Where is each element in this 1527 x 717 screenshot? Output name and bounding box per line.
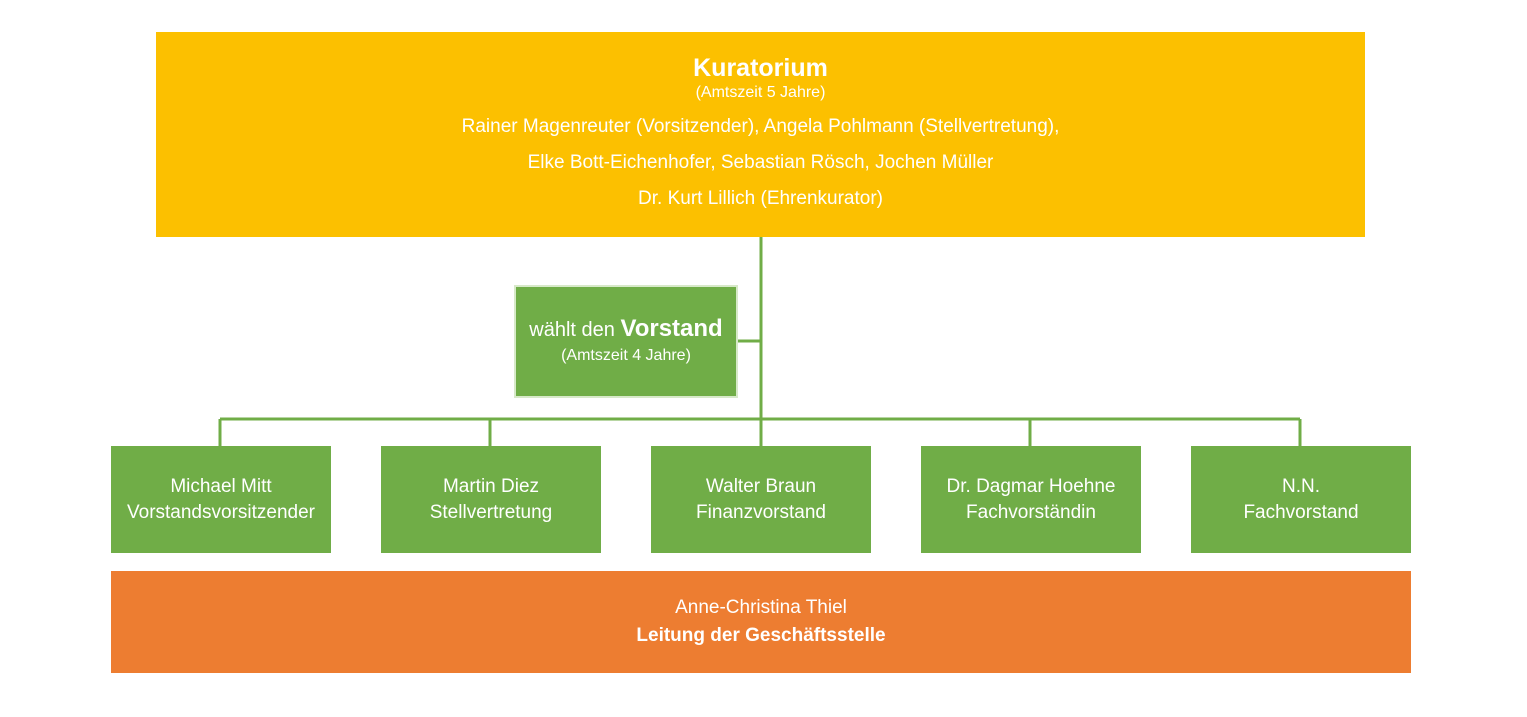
member-name: Dr. Dagmar Hoehne xyxy=(946,475,1116,497)
member-role: Vorstandsvorsitzender xyxy=(127,501,315,523)
vorstand-member-box: Michael Mitt Vorstandsvorsitzender xyxy=(111,446,331,553)
wahl-box: wählt den Vorstand (Amtszeit 4 Jahre) xyxy=(514,285,738,398)
kuratorium-members-line-2: Elke Bott-Eichenhofer, Sebastian Rösch, … xyxy=(527,151,994,173)
vorstand-member-box: Walter Braun Finanzvorstand xyxy=(651,446,871,553)
geschaeftsstelle-name: Anne-Christina Thiel xyxy=(675,597,847,618)
wahl-prefix: wählt den xyxy=(529,319,615,341)
vorstand-member-box: Martin Diez Stellvertretung xyxy=(381,446,601,553)
wahl-vorstand-label: Vorstand xyxy=(620,315,723,342)
vorstand-member-box: Dr. Dagmar Hoehne Fachvorständin xyxy=(921,446,1141,553)
geschaeftsstelle-box: Anne-Christina Thiel Leitung der Geschäf… xyxy=(111,571,1411,673)
vorstand-member-box: N.N. Fachvorstand xyxy=(1191,446,1411,553)
wahl-heading: wählt den Vorstand xyxy=(529,315,722,344)
member-name: Martin Diez xyxy=(442,475,540,497)
member-role: Finanzvorstand xyxy=(696,501,826,523)
member-name: Walter Braun xyxy=(705,475,817,497)
kuratorium-title: Kuratorium xyxy=(693,53,828,82)
member-role: Fachvorständin xyxy=(966,501,1096,523)
member-name: Michael Mitt xyxy=(170,475,272,497)
wahl-term: (Amtszeit 4 Jahre) xyxy=(561,347,691,364)
kuratorium-term: (Amtszeit 5 Jahre) xyxy=(695,83,826,101)
kuratorium-box: Kuratorium (Amtszeit 5 Jahre) Rainer Mag… xyxy=(156,32,1365,237)
kuratorium-members-line-3: Dr. Kurt Lillich (Ehrenkurator) xyxy=(638,187,883,209)
member-role: Stellvertretung xyxy=(429,501,553,523)
kuratorium-members-line-1: Rainer Magenreuter (Vorsitzender), Angel… xyxy=(461,115,1060,137)
member-name: N.N. xyxy=(1282,475,1320,497)
geschaeftsstelle-role: Leitung der Geschäftsstelle xyxy=(636,625,886,646)
member-role: Fachvorstand xyxy=(1243,501,1359,523)
